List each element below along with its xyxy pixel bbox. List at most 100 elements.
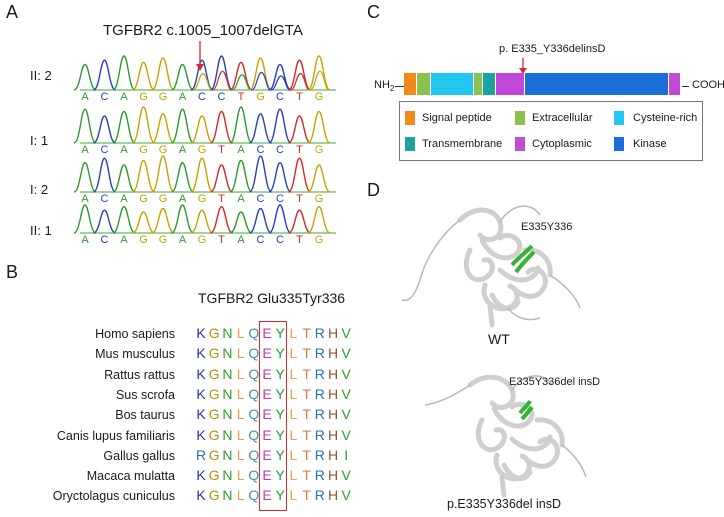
chromatogram-peak — [93, 157, 116, 193]
amino-acid: N — [222, 467, 233, 484]
sequence-base: G — [158, 144, 168, 156]
amino-acid: V — [341, 365, 351, 382]
sequence-base: T — [296, 144, 303, 156]
sequence-base: A — [178, 91, 187, 103]
sequence-base: T — [296, 91, 303, 103]
amino-acid: G — [208, 345, 220, 362]
amino-acid: Q — [248, 487, 260, 504]
chromatogram-peak — [73, 108, 97, 144]
deletion-arrow — [196, 41, 204, 71]
mutant-site-label: E335Y336del insD — [509, 376, 601, 388]
amino-acid: Q — [248, 446, 260, 463]
amino-acid: L — [236, 467, 245, 484]
mutation-label: p. E335_Y336delinsD — [499, 43, 606, 55]
chromatogram-secondary-peak — [212, 70, 232, 91]
amino-acid: Q — [248, 325, 260, 341]
panel-d-letter: D — [367, 180, 380, 200]
chromatogram-peak — [112, 206, 136, 234]
sequence-base: C — [100, 144, 109, 156]
panel-b-title: TGFBR2 Glu335Tyr336 — [198, 290, 346, 306]
sequence-base: T — [218, 144, 225, 156]
sequence-base: A — [178, 193, 187, 205]
row-label-ii2: II: 2 — [30, 68, 52, 83]
chromatogram-peak — [229, 211, 253, 234]
amino-acid: V — [341, 487, 351, 504]
chromatogram-peak — [307, 164, 331, 193]
chromatogram-peak — [249, 207, 272, 234]
amino-acid: R — [314, 487, 325, 504]
wt-caption: WT — [488, 331, 510, 347]
chromatogram-peak — [132, 211, 155, 234]
amino-acid: Q — [248, 426, 260, 443]
chromatogram-secondary-peak — [270, 75, 291, 91]
amino-acid: E — [262, 345, 272, 362]
chromatogram-peak — [210, 164, 233, 193]
sequence-base: C — [256, 193, 265, 205]
amino-acid: R — [314, 426, 325, 443]
chromatogram-peak — [93, 59, 116, 91]
chromatogram-peak — [288, 59, 311, 91]
amino-acid: L — [236, 426, 245, 443]
sequence-base: C — [256, 234, 265, 246]
amino-acid: I — [344, 446, 349, 463]
chromatogram-peak — [190, 115, 214, 144]
chromatogram-peak — [171, 108, 194, 144]
chromatogram-peak — [268, 162, 292, 193]
sequence-base: C — [276, 91, 284, 103]
domain-cytoplasmic-2 — [669, 73, 680, 95]
chromatogram-secondary-peak — [309, 70, 330, 91]
legend-swatch-signal — [405, 111, 415, 125]
amino-acid: Q — [248, 365, 260, 382]
wt-site-label: E335Y336 — [521, 221, 573, 233]
amino-acid: Y — [275, 467, 285, 484]
amino-acid: G — [208, 406, 220, 423]
amino-acid: G — [208, 467, 220, 484]
chromatogram-peak — [307, 206, 331, 234]
amino-acid: V — [341, 467, 351, 484]
chromatogram-secondary-peak — [192, 73, 213, 91]
chromatogram-peak — [171, 63, 194, 91]
amino-acid: Q — [248, 467, 260, 484]
amino-acid: H — [327, 426, 339, 443]
amino-acid: L — [236, 406, 245, 423]
amino-acid: R — [314, 345, 325, 362]
amino-acid: L — [289, 426, 298, 443]
sequence-base: G — [314, 234, 324, 246]
sequence-base: A — [120, 234, 128, 246]
chromatogram-peak — [132, 159, 155, 193]
domain-extracellular-2 — [474, 73, 482, 95]
chromatogram-peak — [210, 110, 233, 144]
sequence-base: G — [314, 193, 324, 205]
amino-acid: K — [196, 385, 206, 402]
amino-acid: Y — [275, 406, 285, 423]
amino-acid: Y — [275, 446, 285, 463]
amino-acid: Y — [275, 385, 285, 402]
domain-signal-peptide — [404, 73, 416, 95]
legend-label-cysteine: Cysteine-rich — [633, 112, 698, 124]
amino-acid: N — [222, 426, 233, 443]
amino-acid: Q — [248, 385, 260, 402]
amino-acid: N — [222, 446, 233, 463]
mutation-arrow — [519, 58, 527, 74]
chromatogram-peak — [132, 61, 155, 91]
amino-acid: V — [341, 385, 351, 402]
amino-acid: E — [262, 426, 272, 443]
legend-label-kinase: Kinase — [633, 138, 667, 150]
amino-acid: T — [302, 406, 311, 423]
amino-acid: L — [289, 325, 298, 341]
species-name: Sus scrofa — [115, 387, 175, 402]
sequence-base: G — [314, 144, 324, 156]
amino-acid: N — [222, 406, 233, 423]
sequence-base: A — [237, 193, 245, 205]
amino-acid: Q — [248, 345, 260, 362]
chromatogram-peak — [190, 209, 214, 234]
chromatogram-peak — [210, 55, 233, 91]
amino-acid: E — [262, 446, 272, 463]
amino-acid: H — [327, 487, 339, 504]
amino-acid: N — [222, 325, 233, 341]
amino-acid: E — [262, 487, 272, 504]
sequence-base: C — [276, 144, 284, 156]
chromatogram-peak — [73, 162, 97, 193]
sequence-base: G — [158, 91, 168, 103]
amino-acid: R — [314, 467, 325, 484]
